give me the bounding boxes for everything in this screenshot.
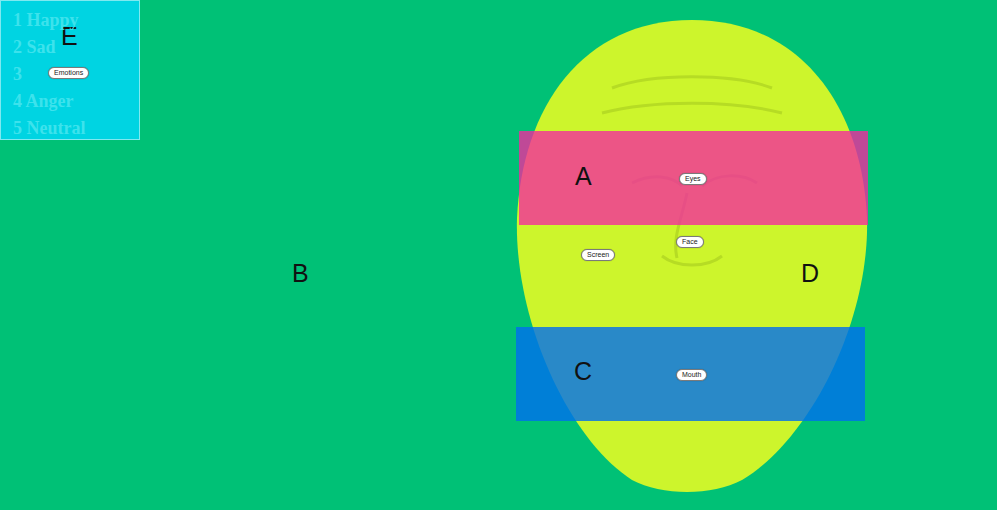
eyes-band: A Eyes: [519, 131, 868, 225]
aoi-tag: Mouth: [676, 369, 707, 381]
face-feature: [662, 256, 722, 265]
emotion-item: 3: [13, 64, 22, 85]
region-letter: A: [575, 162, 592, 191]
region-letter: C: [574, 357, 592, 386]
emotion-item: 5 Neutral: [13, 118, 85, 139]
aoi-tag: Emotions: [48, 67, 89, 79]
emotion-item: 4 Anger: [13, 91, 74, 112]
region-letter: B: [292, 259, 309, 288]
face-feature: [602, 103, 782, 113]
aoi-tag: Screen: [581, 249, 615, 261]
face-feature: [612, 77, 772, 88]
region-letter: D: [801, 259, 819, 288]
tag-text: Face: [682, 238, 698, 246]
mouth-band: C Mouth: [516, 327, 865, 421]
aoi-tag: Eyes: [679, 173, 707, 185]
emotion-item: 2 Sad: [13, 37, 56, 58]
face-region: D A EyesFaceScreenC Mouth: [512, 18, 872, 494]
face-shape: [517, 20, 867, 492]
face-outline: [512, 18, 872, 494]
tag-text: Emotions: [54, 69, 83, 77]
emotions-panel: E1 Happy2 Sad34 Anger5 NeutralEmotions: [0, 0, 140, 140]
aoi-tag: Face: [676, 236, 704, 248]
tag-text: Mouth: [682, 371, 701, 379]
emotion-item: 1 Happy: [13, 10, 79, 31]
tag-text: Screen: [587, 251, 609, 259]
tag-text: Eyes: [685, 175, 701, 183]
